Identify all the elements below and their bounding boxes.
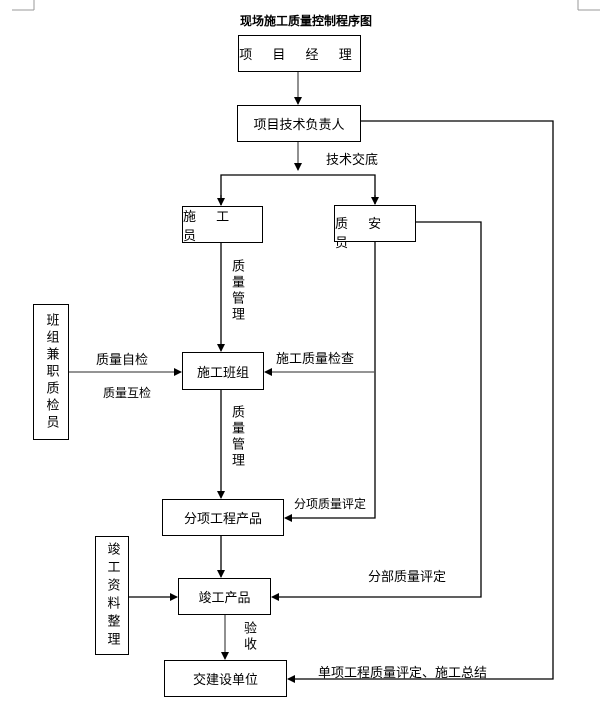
label-mutual-check: 质量互检 (103, 386, 152, 400)
label-division-quality-eval: 分部质量评定 (368, 570, 447, 585)
label-construction-check: 施工质量检查 (276, 352, 355, 367)
line-division-eval (271, 221, 482, 601)
node-completion-docs: 竣工资料整理 (95, 536, 129, 655)
label-unit-eval-summary: 单项工程质量评定、施工总结 (318, 666, 488, 681)
label-quality-mgmt-2: 质量管理 (229, 405, 244, 469)
node-client: 交建设单位 (164, 660, 287, 697)
node-project-manager: 项 目 经 理 (238, 35, 361, 72)
node-completed-product: 竣工产品 (178, 578, 271, 615)
label-acceptance: 验收 (241, 621, 256, 653)
label-quality-mgmt-1: 质量管理 (229, 259, 244, 323)
line-unit-eval (287, 120, 554, 683)
label-sub-quality-eval: 分项质量评定 (294, 497, 367, 511)
node-sub-product: 分项工程产品 (162, 499, 284, 536)
label-self-check: 质量自检 (96, 353, 149, 368)
line-qs-down (284, 242, 376, 522)
node-quality-safety: 质 安 员 (334, 205, 416, 251)
node-team-inspector: 班组兼职质检员 (33, 304, 69, 440)
label-tech-briefing: 技术交底 (326, 153, 379, 168)
node-constructor: 施 工 员 (182, 206, 263, 244)
split-line (220, 174, 376, 205)
node-tech-lead: 项目技术负责人 (237, 105, 361, 142)
node-work-team: 施工班组 (182, 352, 264, 390)
diagram-title: 现场施工质量控制程序图 (239, 14, 372, 28)
